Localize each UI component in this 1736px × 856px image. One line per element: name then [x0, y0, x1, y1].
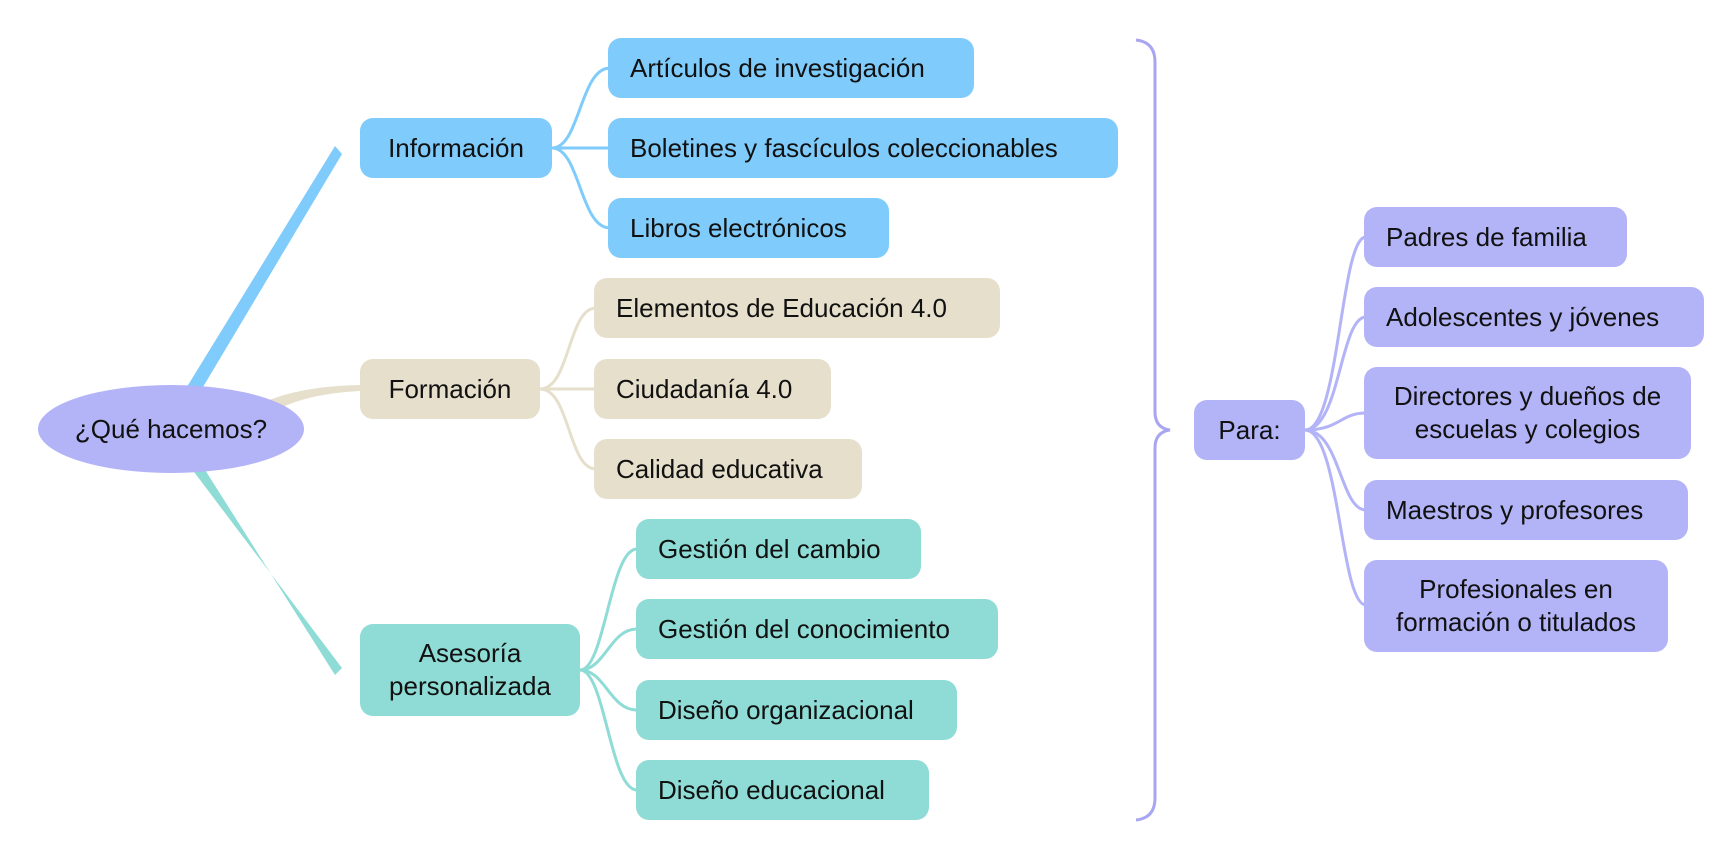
audience-label: Directores y dueños de escuelas y colegi…: [1393, 381, 1662, 444]
summary-topic-label: Para:: [1218, 414, 1281, 445]
link-formacion-1: [539, 306, 597, 391]
subtopic-calidad-educativa[interactable]: Calidad educativa: [594, 439, 862, 499]
subtopic-label: Boletines y fascículos coleccionables: [630, 132, 1058, 163]
link-asesoria-2: [579, 627, 638, 672]
subtopic-label: Calidad educativa: [616, 453, 823, 484]
link-para-4: [1304, 428, 1367, 512]
branch-link-formacion: [262, 385, 360, 415]
audience-label: Profesionales en formación o titulados: [1396, 574, 1636, 637]
branch-link-informacion: [185, 146, 342, 392]
link-formacion-3: [539, 387, 597, 471]
subtopic-diseno-organizacional[interactable]: Diseño organizacional: [636, 680, 957, 740]
summary-topic-para[interactable]: Para:: [1194, 400, 1305, 460]
subtopic-label: Diseño educacional: [658, 774, 885, 805]
audience-adolescentes-y-jovenes[interactable]: Adolescentes y jóvenes: [1364, 287, 1704, 347]
audience-directores[interactable]: Directores y dueños de escuelas y colegi…: [1364, 367, 1691, 459]
link-para-3: [1304, 411, 1367, 432]
audience-profesionales[interactable]: Profesionales en formación o titulados: [1364, 560, 1668, 652]
subtopic-label: Libros electrónicos: [630, 212, 847, 243]
subtopic-articulos-de-investigacion[interactable]: Artículos de investigación: [608, 38, 974, 98]
subtopic-label: Gestión del cambio: [658, 533, 881, 564]
link-asesoria-3: [579, 668, 638, 712]
audience-padres-de-familia[interactable]: Padres de familia: [1364, 207, 1627, 267]
subtopic-diseno-educacional[interactable]: Diseño educacional: [636, 760, 929, 820]
audience-label: Adolescentes y jóvenes: [1386, 301, 1660, 332]
link-asesoria-1: [579, 547, 638, 672]
root-topic-label: ¿Qué hacemos?: [74, 413, 268, 444]
topic-asesoria-label: Asesoría personalizada: [389, 638, 551, 701]
link-para-2: [1304, 315, 1367, 432]
subtopic-boletines[interactable]: Boletines y fascículos coleccionables: [608, 118, 1118, 178]
link-para-1: [1304, 235, 1367, 432]
topic-asesoria-personalizada[interactable]: Asesoría personalizada: [360, 624, 580, 716]
topic-formacion-label: Formación: [388, 373, 512, 404]
root-topic[interactable]: ¿Qué hacemos?: [38, 385, 304, 473]
subtopic-label: Artículos de investigación: [630, 52, 925, 83]
link-asesoria-4: [579, 668, 638, 792]
audience-label: Maestros y profesores: [1386, 494, 1644, 525]
audience-label: Padres de familia: [1386, 221, 1587, 252]
subtopic-gestion-del-conocimiento[interactable]: Gestión del conocimiento: [636, 599, 998, 659]
branch-link-asesoria: [185, 460, 342, 675]
subtopic-label: Diseño organizacional: [658, 694, 914, 725]
subtopic-gestion-del-cambio[interactable]: Gestión del cambio: [636, 519, 921, 579]
subtopic-elementos-educacion[interactable]: Elementos de Educación 4.0: [594, 278, 1000, 338]
subtopic-label: Elementos de Educación 4.0: [616, 292, 947, 323]
subtopic-label: Gestión del conocimiento: [658, 613, 950, 644]
subtopic-label: Ciudadanía 4.0: [616, 373, 793, 404]
topic-formacion[interactable]: Formación: [360, 359, 540, 419]
subtopic-libros-electronicos[interactable]: Libros electrónicos: [608, 198, 889, 258]
link-info-1: [551, 66, 611, 150]
summary-bracket: [1135, 38, 1171, 822]
link-para-5: [1304, 428, 1367, 607]
link-info-3: [551, 146, 611, 230]
topic-informacion[interactable]: Información: [360, 118, 552, 178]
audience-maestros-y-profesores[interactable]: Maestros y profesores: [1364, 480, 1688, 540]
topic-informacion-label: Información: [388, 132, 524, 163]
subtopic-ciudadania[interactable]: Ciudadanía 4.0: [594, 359, 831, 419]
